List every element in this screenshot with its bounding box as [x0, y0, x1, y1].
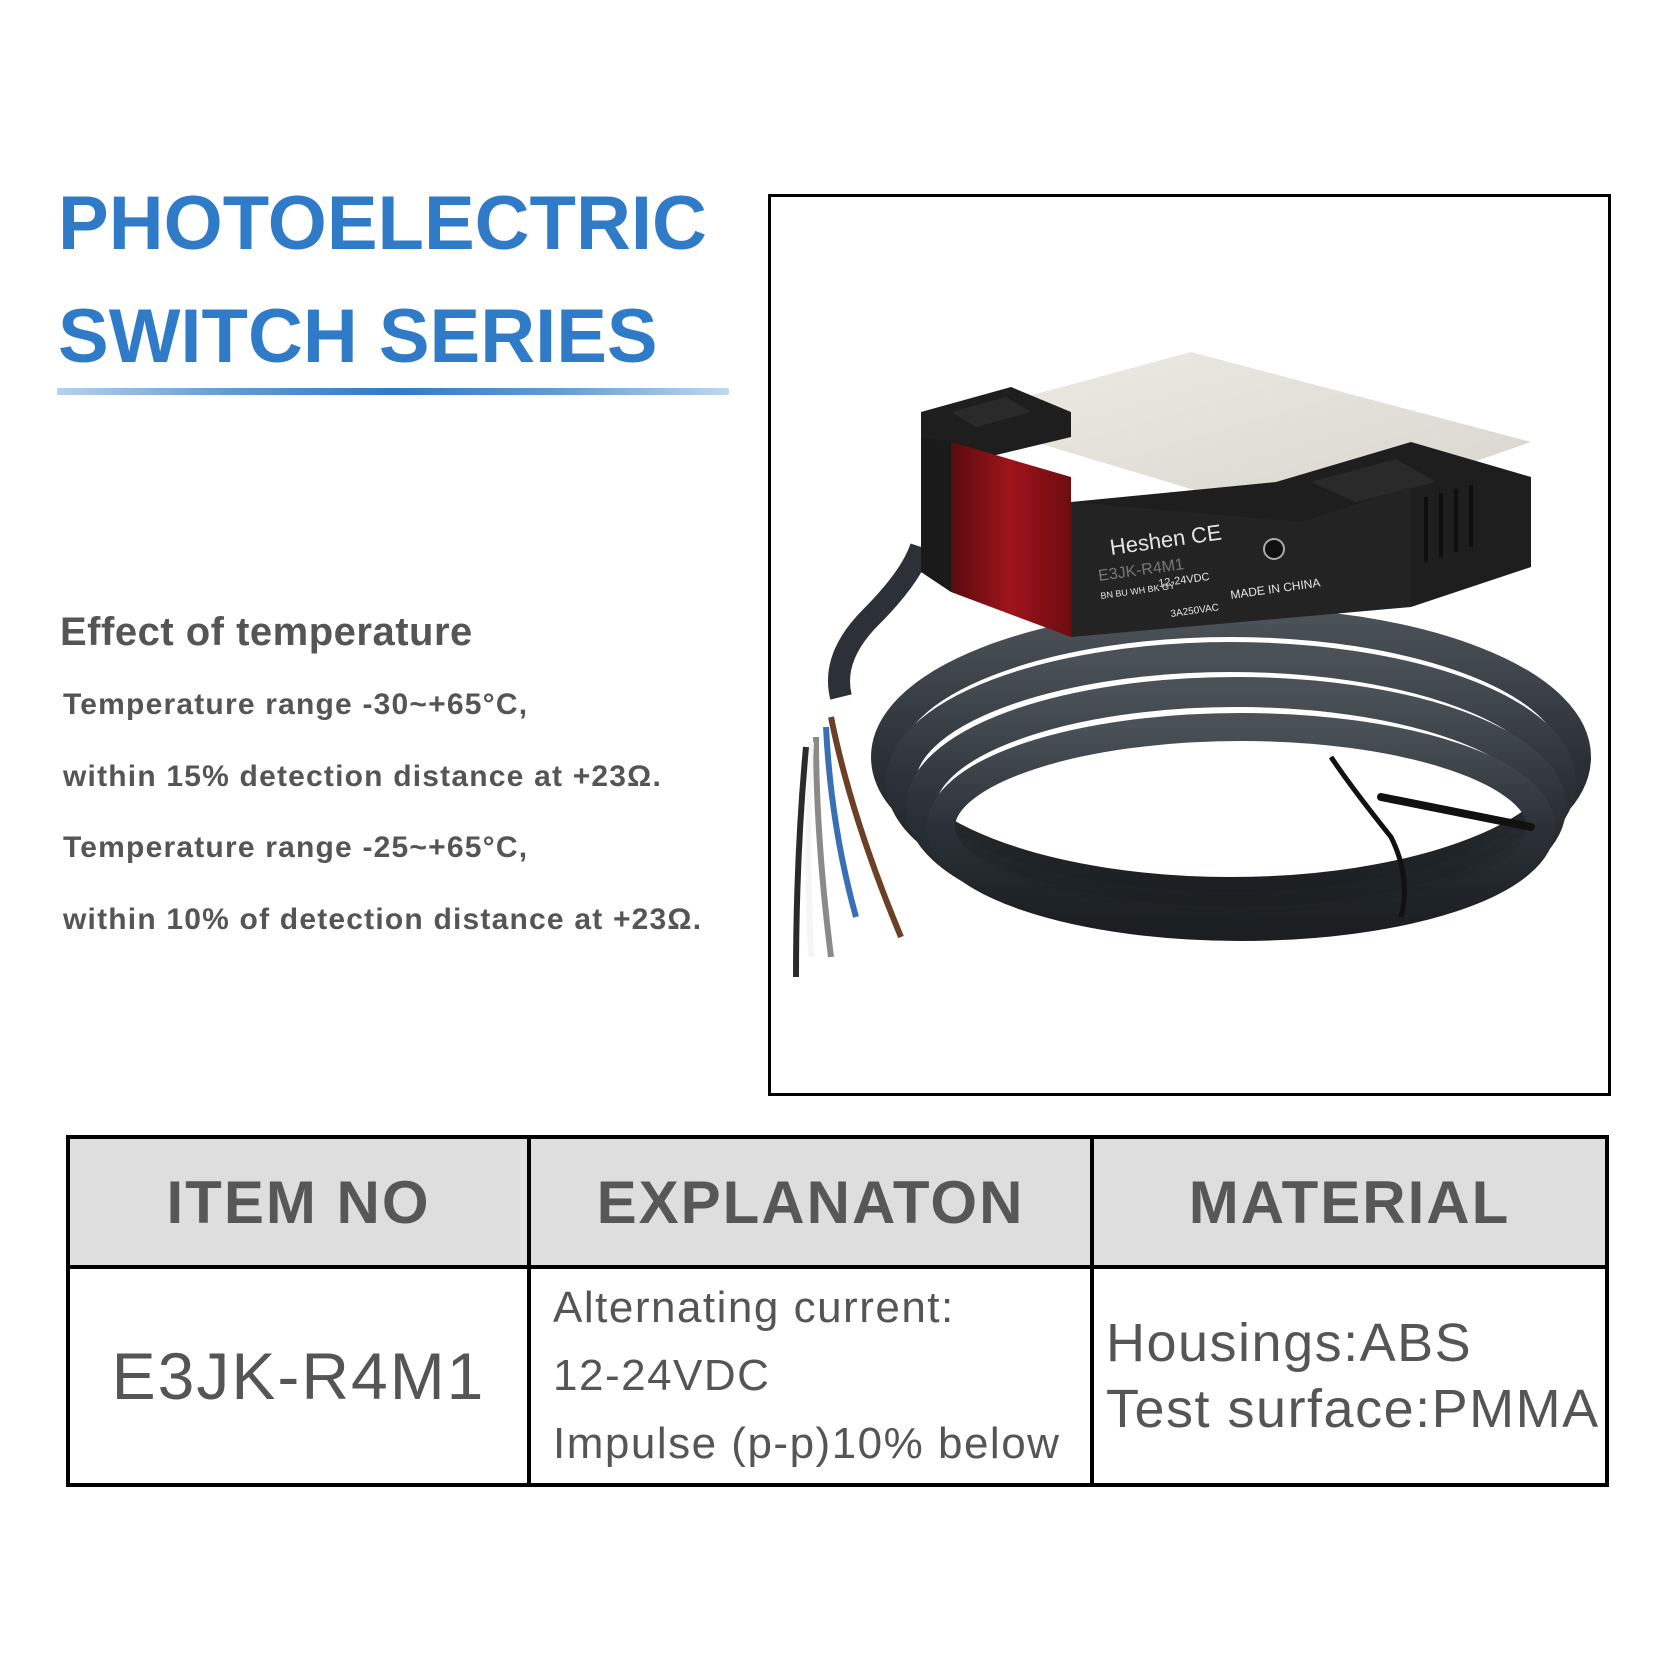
material-line: Housings:ABS — [1106, 1313, 1473, 1373]
header-item-no: ITEM NO — [70, 1139, 531, 1269]
material-value: Housings:ABS Test surface:PMMA — [1094, 1269, 1605, 1483]
explanation-line: Impulse (p-p)10% below — [553, 1419, 1061, 1468]
temperature-line: within 15% detection distance at +23Ω. — [63, 760, 662, 793]
temperature-line: Temperature range -25~+65°C, — [63, 831, 529, 864]
explanation-line: 12-24VDC — [553, 1351, 771, 1400]
header-material: MATERIAL — [1094, 1139, 1605, 1269]
page-title-line1: PHOTOELECTRIC — [58, 181, 707, 266]
product-photo: Heshen CE E3JK-R4M1 12-24VDC BN BU WH BK… — [768, 194, 1611, 1096]
temperature-line: within 10% of detection distance at +23Ω… — [63, 903, 703, 936]
explanation-line: Alternating current: — [553, 1283, 955, 1332]
page-title-line2: SWITCH SERIES — [58, 294, 658, 379]
explanation-value: Alternating current: 12-24VDC Impulse (p… — [531, 1269, 1094, 1483]
title-underline-divider — [57, 388, 729, 395]
spec-table: ITEM NO EXPLANATON MATERIAL E3JK-R4M1 Al… — [66, 1135, 1609, 1487]
temperature-heading: Effect of temperature — [60, 610, 473, 654]
header-explanation: EXPLANATON — [531, 1139, 1094, 1269]
temperature-line: Temperature range -30~+65°C, — [63, 688, 529, 721]
item-no-value: E3JK-R4M1 — [70, 1269, 531, 1483]
material-line: Test surface:PMMA — [1106, 1379, 1600, 1439]
photoelectric-sensor-image: Heshen CE E3JK-R4M1 12-24VDC BN BU WH BK… — [793, 352, 1591, 978]
